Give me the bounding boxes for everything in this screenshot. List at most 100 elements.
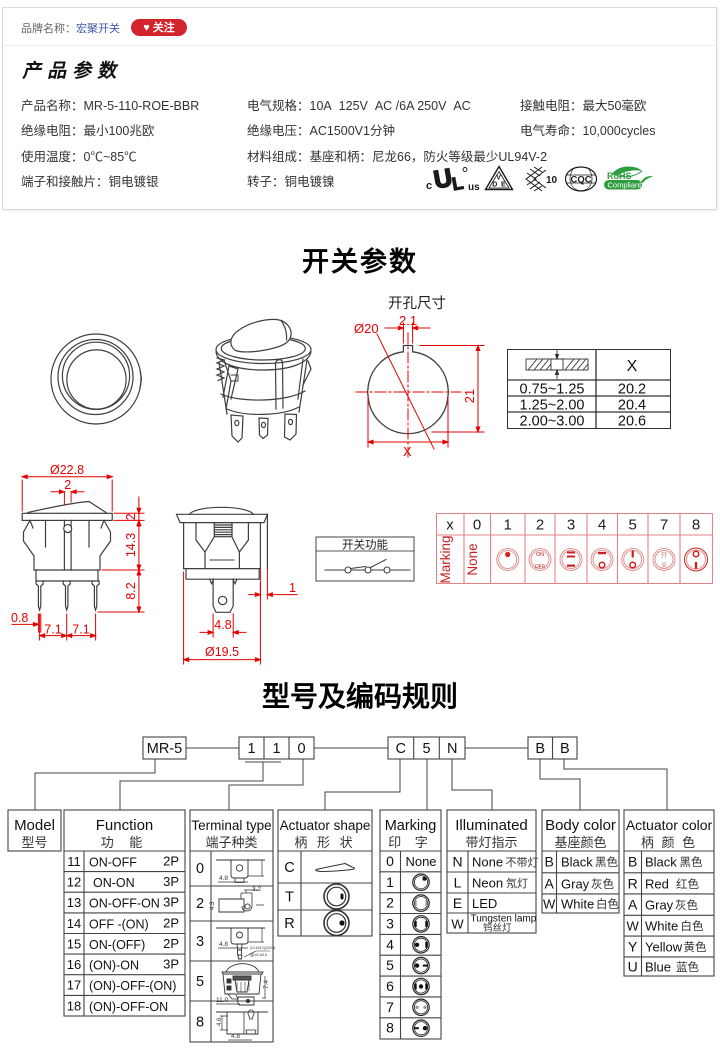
svg-text:Black: Black	[561, 855, 593, 870]
svg-text:OFF: OFF	[535, 564, 547, 570]
svg-text:3.2: 3.2	[252, 886, 261, 893]
svg-text:7.1: 7.1	[72, 623, 89, 637]
svg-text:0.8: 0.8	[11, 611, 28, 625]
svg-text:白色: 白色	[596, 897, 619, 911]
svg-text:4.6: 4.6	[217, 1017, 223, 1026]
svg-text:8: 8	[196, 1015, 204, 1031]
svg-text:黑色: 黑色	[680, 855, 703, 869]
svg-text:11: 11	[67, 854, 81, 869]
svg-text:氖灯: 氖灯	[506, 876, 528, 890]
svg-text:E: E	[453, 895, 462, 911]
svg-text:A: A	[628, 897, 638, 913]
svg-text:C: C	[284, 860, 294, 876]
svg-text:None: None	[465, 543, 480, 575]
svg-text:Yellow: Yellow	[645, 940, 683, 955]
svg-text:W: W	[627, 919, 640, 934]
svg-text:R: R	[284, 916, 294, 932]
svg-text:8.2: 8.2	[124, 582, 138, 599]
svg-text:Neon: Neon	[472, 876, 503, 891]
svg-text:RoHS: RoHS	[607, 171, 632, 181]
svg-text:15: 15	[67, 937, 81, 952]
svg-text:白色: 白色	[681, 919, 704, 933]
svg-text:c: c	[426, 180, 432, 192]
svg-text:13: 13	[67, 895, 81, 910]
svg-text:开孔尺寸: 开孔尺寸	[388, 295, 446, 312]
svg-text:0.75~1.25: 0.75~1.25	[520, 382, 585, 398]
svg-text:MR-5: MR-5	[147, 741, 182, 757]
svg-text:11.0: 11.0	[216, 997, 229, 1004]
svg-text:ON-ON: ON-ON	[93, 876, 135, 890]
svg-text:Tungsten lamp: Tungsten lamp	[471, 914, 537, 925]
svg-text:Red: Red	[645, 876, 669, 891]
svg-text:0: 0	[297, 741, 305, 757]
svg-text:Gray: Gray	[561, 876, 590, 891]
svg-text:插片8.2x0.8: 插片8.2x0.8	[250, 952, 267, 957]
svg-text:X: X	[627, 358, 638, 375]
svg-text:CQC: CQC	[571, 175, 592, 186]
svg-text:Model: Model	[14, 817, 55, 834]
svg-text:U: U	[432, 164, 454, 195]
svg-text:(ON)-ON: (ON)-ON	[89, 959, 139, 973]
svg-text:4.8: 4.8	[231, 1033, 240, 1040]
svg-text:Y: Y	[628, 939, 638, 955]
svg-text:Gray: Gray	[645, 898, 674, 913]
svg-text:ON-OFF: ON-OFF	[89, 856, 137, 870]
svg-text:1: 1	[247, 741, 255, 757]
svg-text:(ON)-OFF-ON: (ON)-OFF-ON	[89, 1000, 168, 1014]
svg-text:Terminal type: Terminal type	[191, 818, 271, 833]
svg-text:14: 14	[67, 916, 81, 931]
svg-text:B: B	[535, 741, 545, 757]
svg-text:Actuator color: Actuator color	[626, 817, 713, 833]
svg-text:关: 关	[661, 561, 668, 570]
svg-text:钨丝灯: 钨丝灯	[483, 922, 512, 934]
svg-text:4.8: 4.8	[219, 941, 228, 948]
svg-text:N: N	[447, 741, 457, 757]
svg-text:8: 8	[386, 1020, 394, 1036]
svg-text:1: 1	[386, 874, 394, 890]
svg-text:T: T	[285, 890, 294, 906]
svg-text:ON-(OFF): ON-(OFF)	[89, 938, 145, 952]
svg-text:5: 5	[422, 741, 430, 757]
svg-text:Blue: Blue	[645, 960, 671, 975]
svg-text:1: 1	[504, 517, 512, 534]
svg-text:Marking: Marking	[438, 535, 453, 583]
svg-text:1.25~2.00: 1.25~2.00	[520, 398, 585, 414]
svg-text:D: D	[492, 182, 497, 189]
svg-text:20.4: 20.4	[618, 398, 646, 414]
svg-text:B: B	[545, 854, 554, 870]
svg-text:x: x	[446, 517, 454, 534]
svg-text:Marking: Marking	[385, 818, 437, 834]
svg-text:OFF -(ON): OFF -(ON)	[89, 917, 149, 931]
svg-text:3P: 3P	[163, 957, 179, 972]
svg-text:3: 3	[386, 915, 394, 931]
svg-text:黑色: 黑色	[595, 855, 618, 869]
svg-text:N: N	[452, 854, 462, 870]
svg-text:2P: 2P	[163, 915, 179, 930]
svg-text:0: 0	[386, 853, 394, 869]
svg-text:Function: Function	[96, 817, 154, 834]
svg-text:3P: 3P	[163, 874, 179, 889]
svg-text:1: 1	[272, 741, 280, 757]
svg-text:ON-OFF-ON: ON-OFF-ON	[89, 897, 160, 911]
svg-text:L: L	[450, 173, 464, 195]
svg-text:柄 颜 色: 柄 颜 色	[641, 835, 697, 850]
svg-text:2P: 2P	[163, 936, 179, 951]
svg-text:2: 2	[124, 513, 138, 520]
svg-text:12: 12	[67, 875, 81, 890]
svg-text:不带灯: 不带灯	[506, 856, 539, 869]
svg-text:印 字: 印 字	[388, 835, 433, 850]
svg-text:Compliant: Compliant	[608, 181, 643, 190]
svg-text:3P: 3P	[163, 895, 179, 910]
svg-text:带灯指示: 带灯指示	[465, 835, 517, 850]
svg-text:E: E	[501, 182, 506, 189]
svg-text:White: White	[645, 919, 678, 934]
svg-text:端子种类: 端子种类	[205, 835, 257, 850]
svg-text:Ø20: Ø20	[354, 321, 379, 336]
svg-text:灰色: 灰色	[591, 877, 614, 891]
svg-text:灰色: 灰色	[675, 898, 698, 912]
svg-text:Ø22.8: Ø22.8	[50, 463, 84, 477]
svg-text:Black: Black	[645, 855, 677, 870]
svg-text:开关功能: 开关功能	[342, 538, 388, 552]
svg-text:(ON)-OFF-(ON): (ON)-OFF-(ON)	[89, 979, 176, 993]
svg-text:4.8: 4.8	[214, 618, 231, 632]
